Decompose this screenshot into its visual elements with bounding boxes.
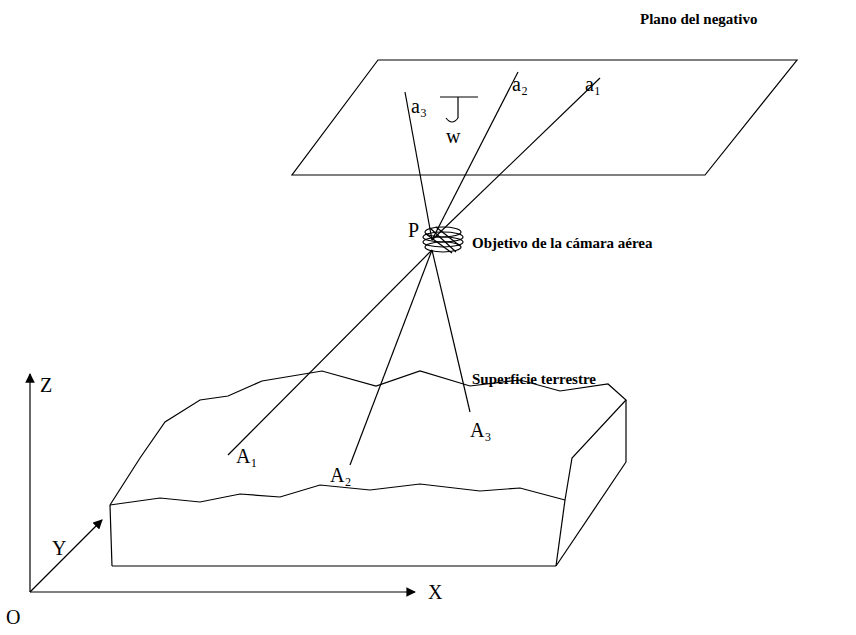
- axis-label: Y: [52, 538, 66, 558]
- negative-plane: [292, 60, 797, 175]
- axis-label: Z: [40, 375, 52, 395]
- ground-point: A₁: [236, 446, 257, 466]
- axis-label: X: [428, 582, 442, 602]
- image-point: a₃: [411, 96, 427, 116]
- lens-symbol: [423, 227, 463, 253]
- angle-label: w: [446, 126, 460, 146]
- surface-title: Superficie terrestre: [472, 372, 596, 387]
- ground-point: A₂: [330, 465, 351, 485]
- ground-point: A₃: [470, 420, 491, 440]
- lens-point-label: P: [408, 220, 419, 240]
- lens-title: Objetivo de la cámara aérea: [472, 236, 653, 251]
- terrain-block: [110, 371, 626, 566]
- coordinate-axes: [30, 374, 415, 592]
- image-point: a₁: [585, 74, 601, 94]
- image-point: a₂: [512, 74, 528, 94]
- plane-title: Plano del negativo: [640, 12, 758, 27]
- axis-label: O: [6, 607, 20, 627]
